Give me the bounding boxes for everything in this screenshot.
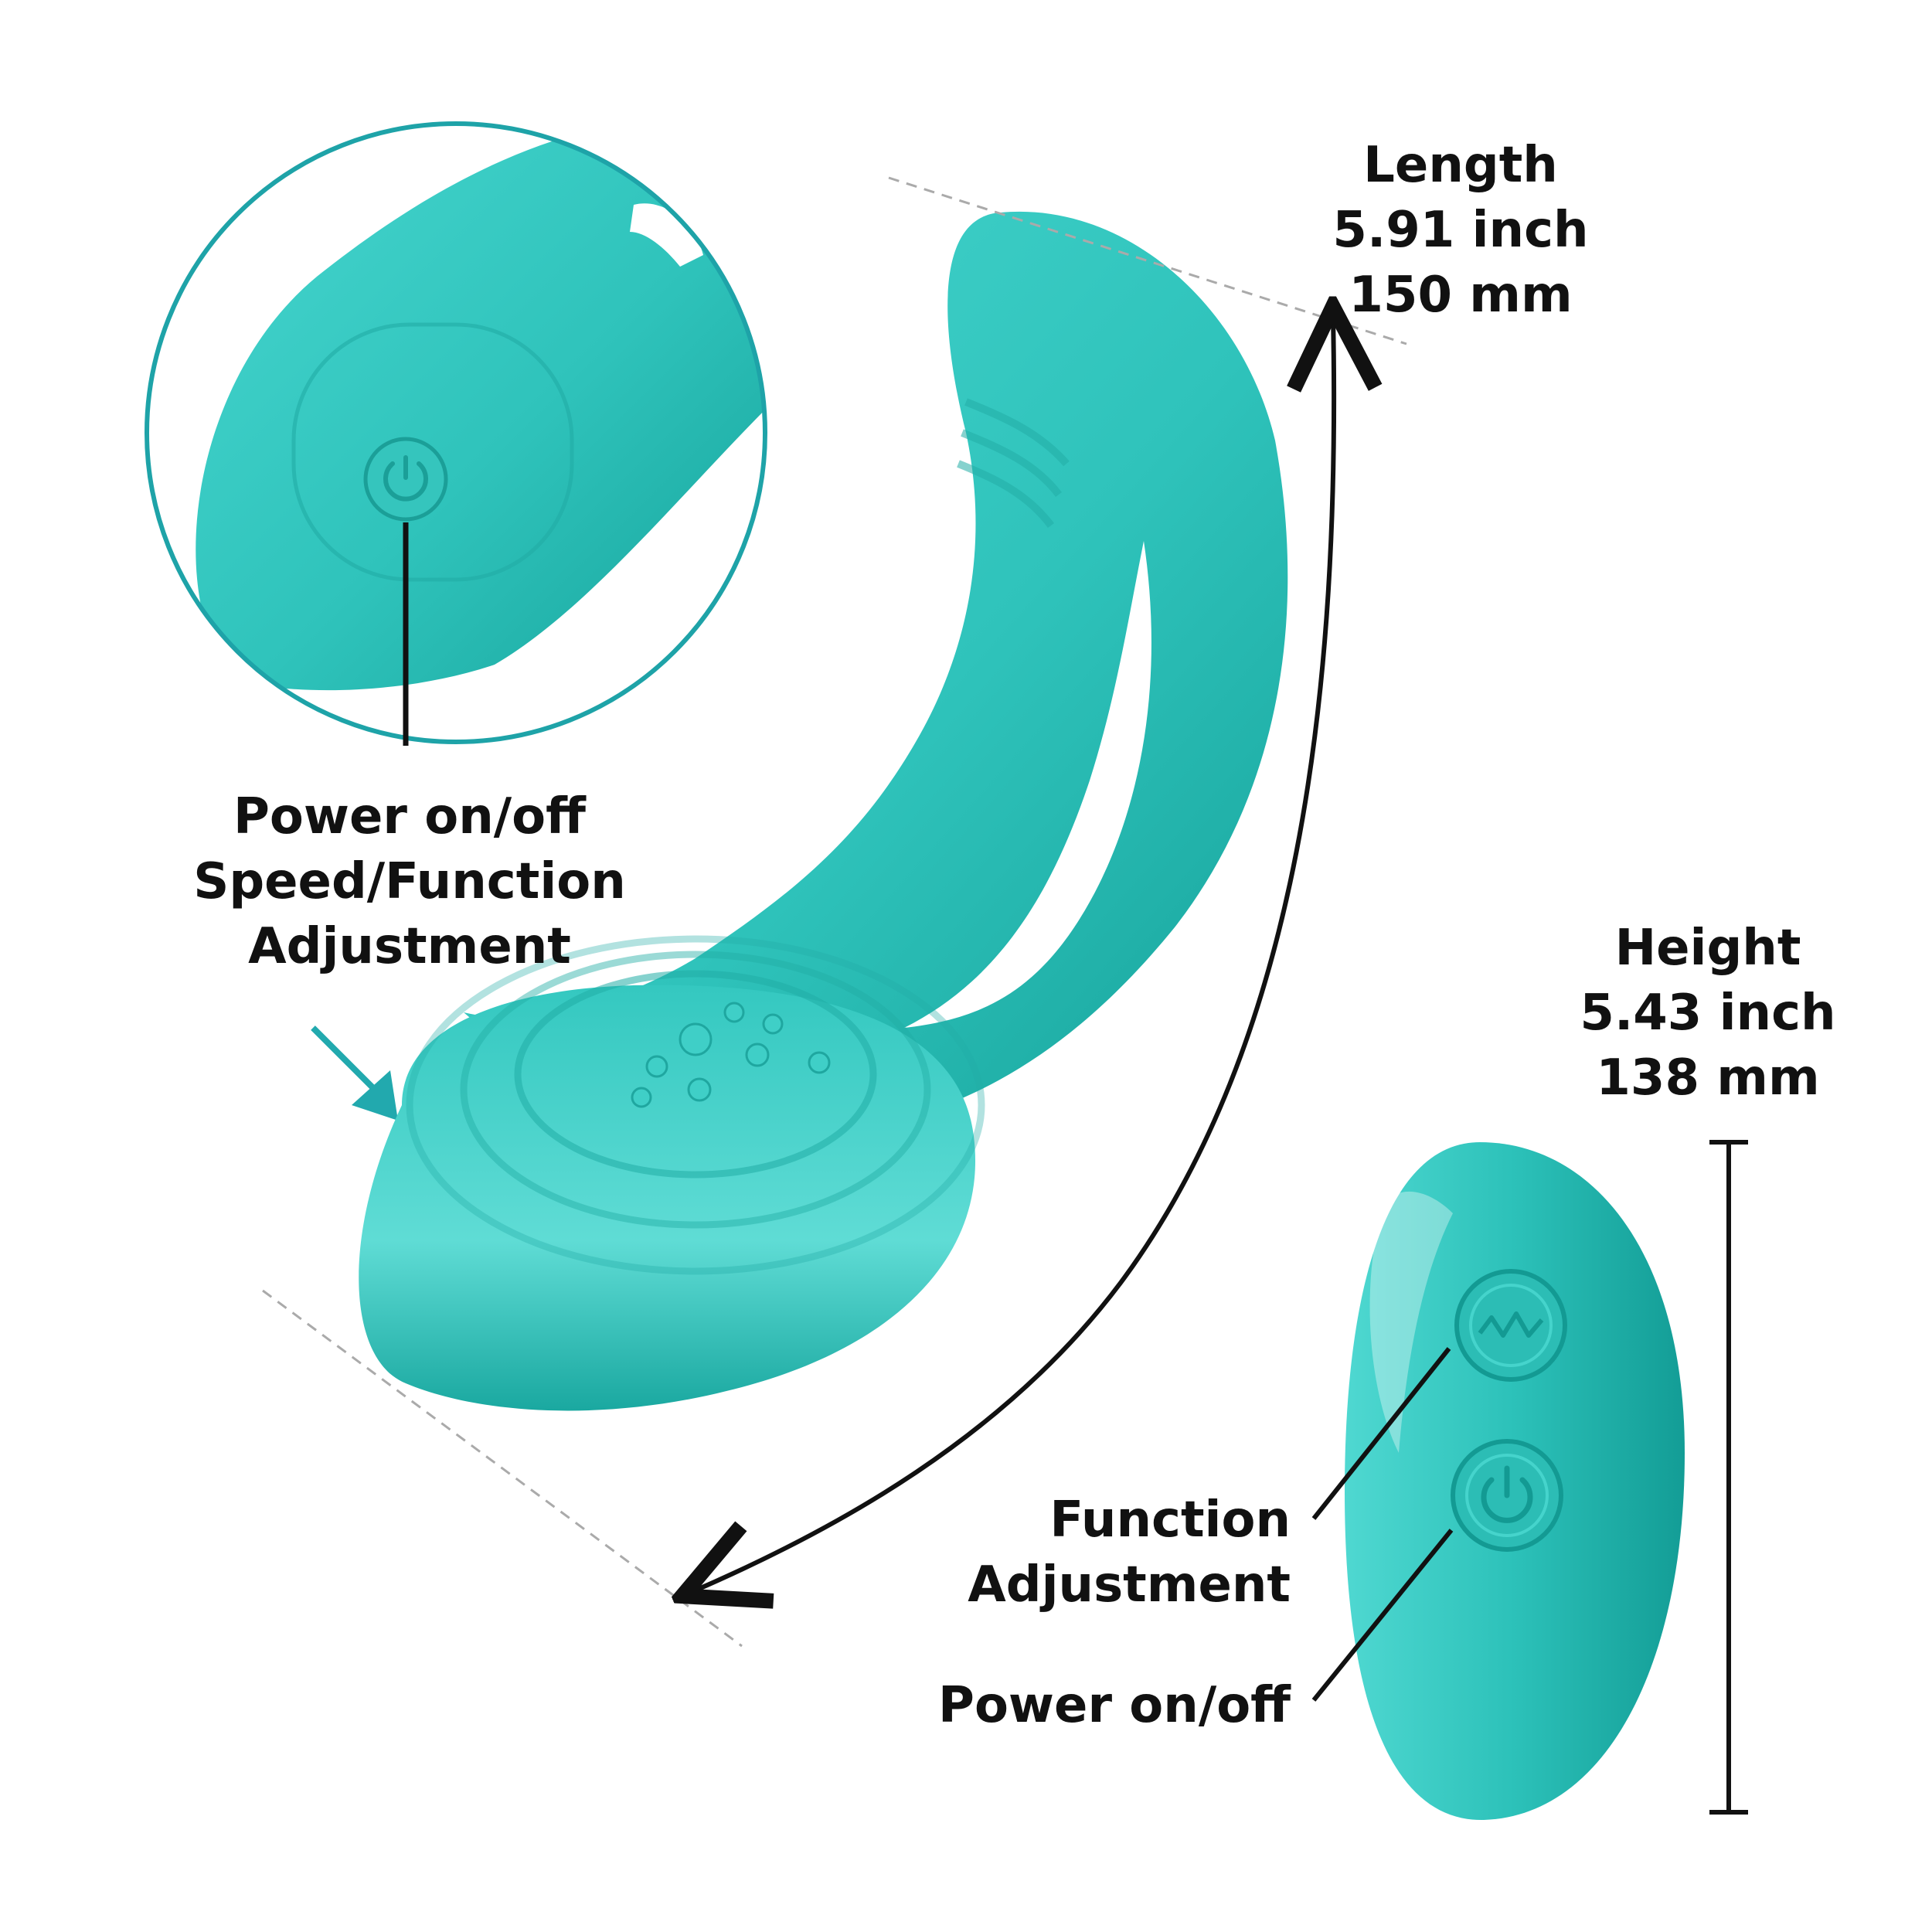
zoom-detail [145,121,767,746]
pointer-arrow [311,1026,398,1121]
callout-line-2: Speed/Function [193,853,626,910]
remote-power-label: Power on/off [850,1673,1291,1738]
height-spec: Height 5.43 inch 138 mm [1507,916,1909,1111]
remote-control [1311,1142,1685,1821]
callout-line-3: Adjustment [248,918,571,975]
remote-power-icon [1451,1439,1563,1552]
function-label-line-2: Adjustment [968,1556,1291,1614]
wave-icon [1454,1269,1567,1382]
length-title: Length [1363,137,1558,194]
length-millimeters: 150 mm [1349,267,1573,324]
height-millimeters: 138 mm [1596,1049,1820,1107]
length-inches: 5.91 inch [1332,202,1589,259]
length-dimension-arrow [692,317,1334,1592]
power-leader-line [1311,1529,1454,1702]
power-label-text: Power on/off [938,1677,1291,1734]
callout-line-1: Power on/off [233,788,586,845]
power-icon [363,437,448,522]
function-leader-line [1311,1347,1451,1520]
function-adjustment-label: Function Adjustment [850,1488,1291,1617]
height-dimension-bar [1709,1140,1748,1815]
device-button-callout: Power on/off Speed/Function Adjustment [139,784,680,979]
function-label-line-1: Function [1049,1492,1291,1549]
height-inches: 5.43 inch [1580,985,1836,1042]
height-title: Height [1614,920,1801,977]
length-spec: Length 5.91 inch 150 mm [1260,133,1662,328]
